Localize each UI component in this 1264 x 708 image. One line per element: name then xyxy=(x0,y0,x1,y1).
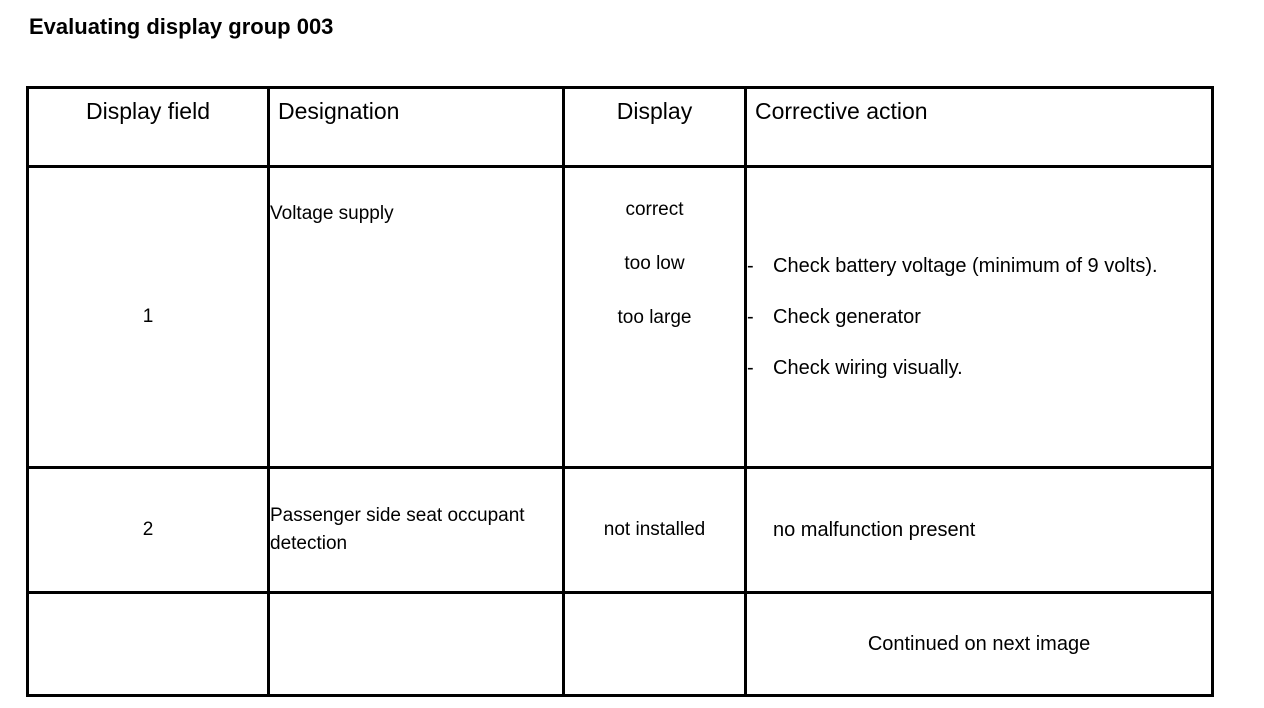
list-item: - Check generator xyxy=(747,304,1211,331)
cell-designation xyxy=(267,591,565,697)
column-header-designation: Designation xyxy=(267,86,565,168)
cell-corrective-action: no malfunction present xyxy=(744,466,1214,594)
continued-note: Continued on next image xyxy=(744,591,1214,697)
display-value: too low xyxy=(624,253,685,274)
table-row: 2 Passenger side seat occupant detection… xyxy=(26,466,1214,594)
cell-display: not installed xyxy=(562,466,747,594)
bullet-dash: - xyxy=(747,254,754,277)
display-value: correct xyxy=(625,199,684,220)
display-value: too large xyxy=(617,307,692,328)
cell-display-field: 1 xyxy=(26,165,270,469)
column-header-display: Display xyxy=(562,86,747,168)
cell-designation: Passenger side seat occupant detection xyxy=(267,466,565,594)
table-row: Continued on next image xyxy=(26,591,1214,697)
table-container: Display field Designation Display Correc… xyxy=(26,86,1214,697)
display-group-table: Display field Designation Display Correc… xyxy=(26,86,1214,697)
cell-display: correct too low too large xyxy=(562,165,747,469)
table-row: 1 Voltage supply correct too low too lar… xyxy=(26,165,1214,469)
column-header-display-field-label: Display field xyxy=(86,98,210,124)
cell-corrective-action: - Check battery voltage (minimum of 9 vo… xyxy=(744,165,1214,469)
corrective-action-text: Check wiring visually. xyxy=(773,356,963,379)
cell-display-field xyxy=(26,591,270,697)
column-header-display-field: Display field xyxy=(26,86,270,168)
list-item: - Check wiring visually. xyxy=(747,355,1211,382)
column-header-corrective-action: Corrective action xyxy=(744,86,1214,168)
column-header-designation-label: Designation xyxy=(278,98,400,124)
page-title: Evaluating display group 003 xyxy=(29,14,334,39)
bullet-dash: - xyxy=(747,305,754,328)
column-header-corrective-action-label: Corrective action xyxy=(755,98,928,124)
cell-display-field: 2 xyxy=(26,466,270,594)
list-item: - Check battery voltage (minimum of 9 vo… xyxy=(747,253,1211,280)
table-header-row: Display field Designation Display Correc… xyxy=(26,86,1214,168)
corrective-action-list: - Check battery voltage (minimum of 9 vo… xyxy=(747,253,1211,382)
cell-designation: Voltage supply xyxy=(267,165,565,469)
column-header-display-label: Display xyxy=(616,98,693,124)
cell-display xyxy=(562,591,747,697)
corrective-action-text: Check battery voltage (minimum of 9 volt… xyxy=(773,254,1158,277)
corrective-action-text: Check generator xyxy=(773,305,921,328)
bullet-dash: - xyxy=(747,356,754,379)
